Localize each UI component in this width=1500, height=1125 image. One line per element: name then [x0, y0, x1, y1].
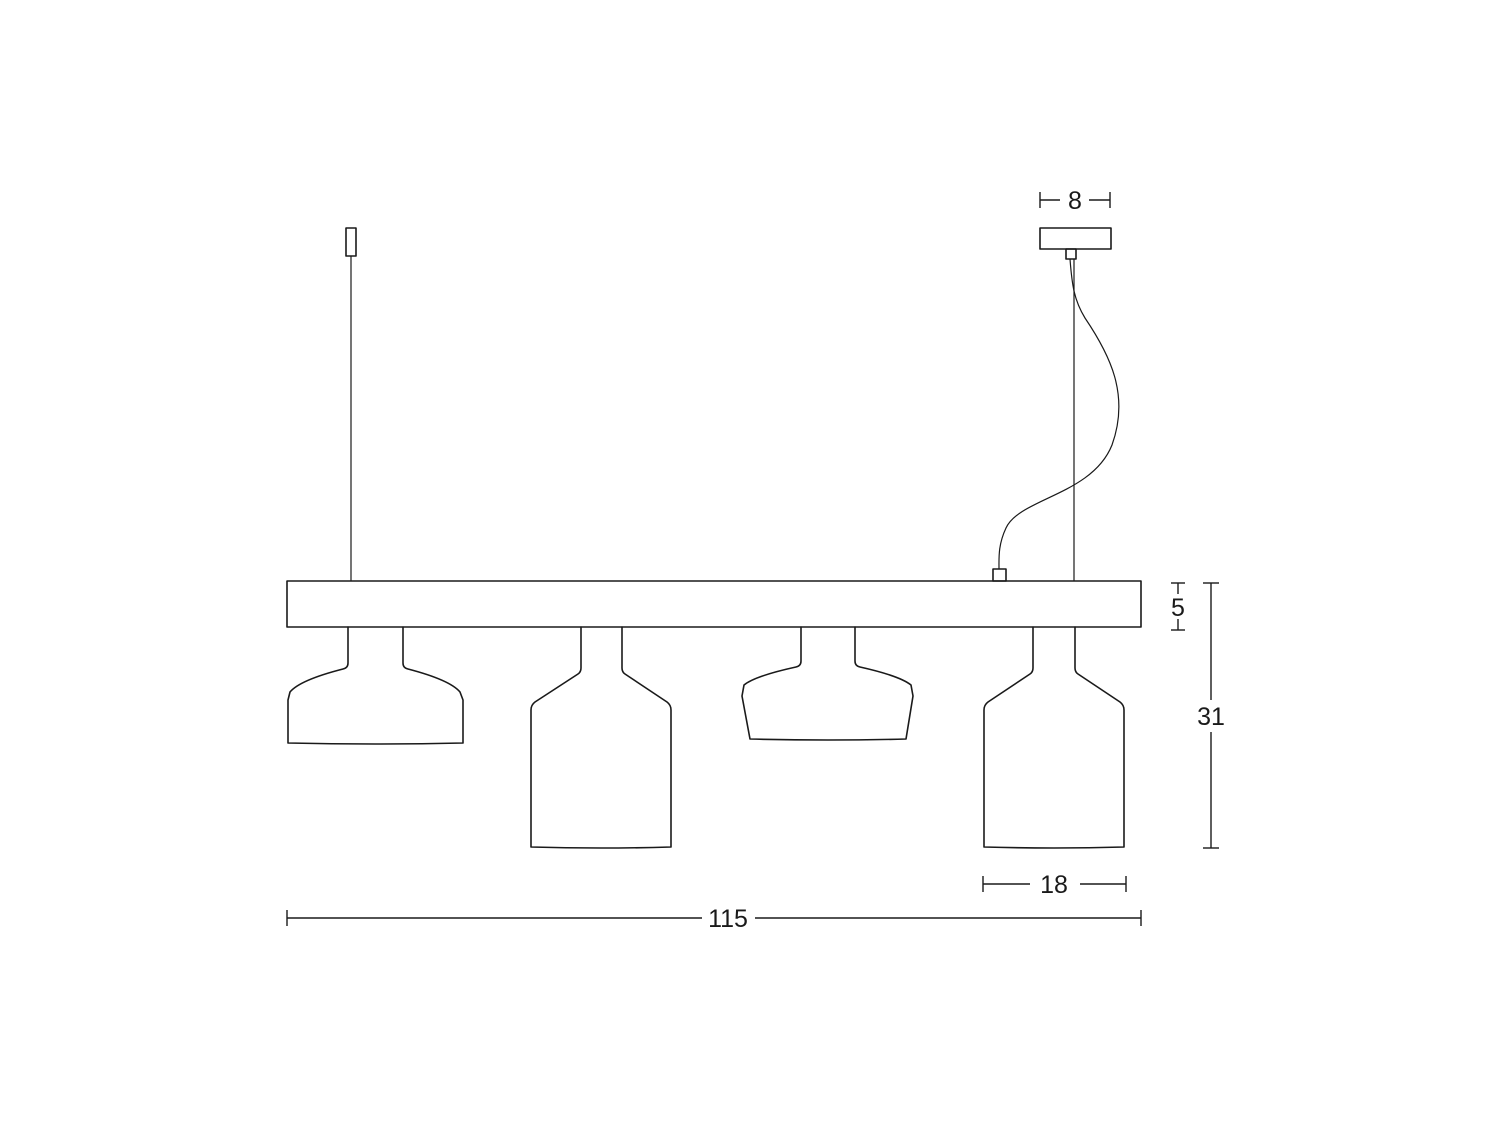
lamp-shade-3 [741, 626, 914, 741]
total-width-label: 115 [708, 905, 748, 933]
shade-width-label: 18 [1040, 871, 1068, 899]
total-height-label: 31 [1197, 703, 1225, 731]
left-ceiling-clip [345, 227, 357, 257]
bar-height-label: 5 [1171, 594, 1185, 622]
lamp-shade-1 [287, 626, 464, 745]
bar-height-dimension: 5 [1171, 582, 1185, 631]
canopy-cable-grip [1065, 248, 1077, 260]
cord-entry-gland [992, 568, 1007, 582]
shade-width-dimension: 18 [982, 871, 1127, 899]
ceiling-canopy [1039, 227, 1112, 250]
total-height-dimension: 31 [1197, 582, 1225, 849]
lamp-bar [286, 580, 1142, 628]
canopy-width-dimension: 8 [1039, 187, 1111, 215]
lamp-shade-2 [530, 626, 672, 849]
power-cord [998, 258, 1120, 570]
lamp-shade-4 [983, 626, 1125, 849]
total-width-dimension: 115 [286, 905, 1142, 933]
canopy-width-label: 8 [1068, 187, 1082, 215]
